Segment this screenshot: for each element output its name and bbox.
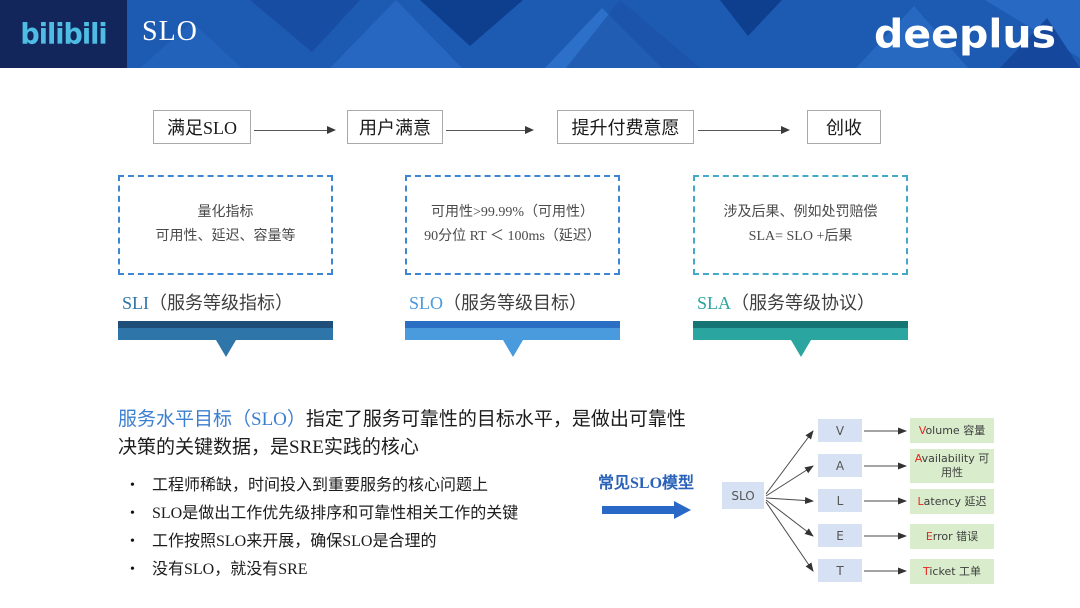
flow-arrow-icon	[446, 126, 534, 135]
bilibili-logo-block: bilibili	[0, 0, 127, 68]
valet-label-volume: Volume 容量	[910, 418, 994, 443]
slo-root-node: SLO	[722, 482, 764, 509]
slo-box-line2: 90分位 RT ＜ 100ms（延迟）	[424, 229, 601, 244]
sla-definition-box: 涉及后果、例如处罚赔偿 SLA= SLO +后果	[693, 175, 908, 275]
sli-box-line2: 可用性、延迟、容量等	[155, 229, 296, 244]
sli-label: SLI（服务等级指标）	[122, 289, 293, 315]
valet-connector-lines	[765, 427, 907, 575]
sla-label: SLA（服务等级协议）	[697, 289, 875, 315]
valet-label-latency: Latency 延迟	[910, 489, 994, 514]
sla-box-line2: SLA= SLO +后果	[748, 229, 853, 244]
right-arrow-icon	[602, 501, 692, 519]
slo-column: 可用性>99.99%（可用性） 90分位 RT ＜ 100ms（延迟） SLO（…	[405, 175, 620, 390]
slo-definition-box: 可用性>99.99%（可用性） 90分位 RT ＜ 100ms（延迟）	[405, 175, 620, 275]
sli-definition-box: 量化指标 可用性、延迟、容量等	[118, 175, 333, 275]
valet-letter-t: T	[818, 559, 862, 582]
flow-step-3: 提升付费意愿	[557, 110, 694, 144]
sla-acronym: SLA	[697, 293, 732, 313]
slo-description-block: 服务水平目标（SLO）指定了服务可靠性的目标水平，是做出可靠性决策的关键数据，是…	[118, 406, 693, 584]
bullet-list: 工程师稀缺，时间投入到重要服务的核心问题上 SLO是做出工作优先级排序和可靠性相…	[118, 472, 693, 584]
deeplus-logo: deeplus	[874, 11, 1056, 57]
page-title: SLO	[142, 16, 198, 47]
sla-column: 涉及后果、例如处罚赔偿 SLA= SLO +后果 SLA（服务等级协议）	[693, 175, 908, 390]
bullet-item: 工作按照SLO来开展，确保SLO是合理的	[118, 528, 693, 556]
valet-letter-l: L	[818, 489, 862, 512]
bilibili-logo: bilibili	[20, 17, 107, 51]
bullet-item: SLO是做出工作优先级排序和可靠性相关工作的关键	[118, 500, 693, 528]
slo-box-line1: 可用性>99.99%（可用性）	[430, 205, 595, 220]
flow-step-1: 满足SLO	[153, 110, 251, 144]
lead-rest: 指定了服务可靠性的目标水平，是做出可靠性决策的关键数据，是SRE实践的核心	[118, 409, 686, 458]
flow-step-4: 创收	[807, 110, 881, 144]
slo-label-cn: （服务等级目标）	[443, 293, 588, 313]
sli-box-line1: 量化指标	[197, 205, 254, 220]
bullet-item: 工程师稀缺，时间投入到重要服务的核心问题上	[118, 472, 693, 500]
lead-highlight: 服务水平目标（SLO）	[118, 409, 306, 430]
pointer-down-icon	[790, 340, 811, 357]
valet-model-diagram: SLO V A L E T Volume 容量 Availability 可用性…	[700, 405, 1080, 603]
sla-box-line1: 涉及后果、例如处罚赔偿	[723, 205, 878, 220]
valet-label-error: Error 错误	[910, 524, 994, 549]
lead-paragraph: 服务水平目标（SLO）指定了服务可靠性的目标水平，是做出可靠性决策的关键数据，是…	[118, 406, 693, 462]
pointer-down-icon	[215, 340, 236, 357]
valet-letter-e: E	[818, 524, 862, 547]
flow-arrow-icon	[254, 126, 336, 135]
header-banner: bilibili SLO deeplus	[0, 0, 1080, 68]
sli-column: 量化指标 可用性、延迟、容量等 SLI（服务等级指标）	[118, 175, 333, 390]
flow-step-2: 用户满意	[347, 110, 443, 144]
sli-label-cn: （服务等级指标）	[149, 293, 293, 313]
sli-underline-bar	[118, 321, 333, 357]
valet-letter-v: V	[818, 419, 862, 442]
bullet-item: 没有SLO，就没有SRE	[118, 556, 693, 584]
slo-underline-bar	[405, 321, 620, 357]
sli-acronym: SLI	[122, 293, 149, 313]
slo-acronym: SLO	[409, 293, 444, 313]
flow-arrow-icon	[698, 126, 790, 135]
pointer-down-icon	[502, 340, 523, 357]
model-caption: 常见SLO模型	[598, 475, 695, 492]
valet-label-availability: Availability 可用性	[910, 449, 994, 483]
valet-label-ticket: Ticket 工单	[910, 559, 994, 584]
header-triangle-pattern	[0, 0, 1080, 68]
sla-underline-bar	[693, 321, 908, 357]
sla-label-cn: （服务等级协议）	[731, 293, 876, 313]
slo-label: SLO（服务等级目标）	[409, 289, 587, 315]
valet-letter-a: A	[818, 454, 862, 477]
